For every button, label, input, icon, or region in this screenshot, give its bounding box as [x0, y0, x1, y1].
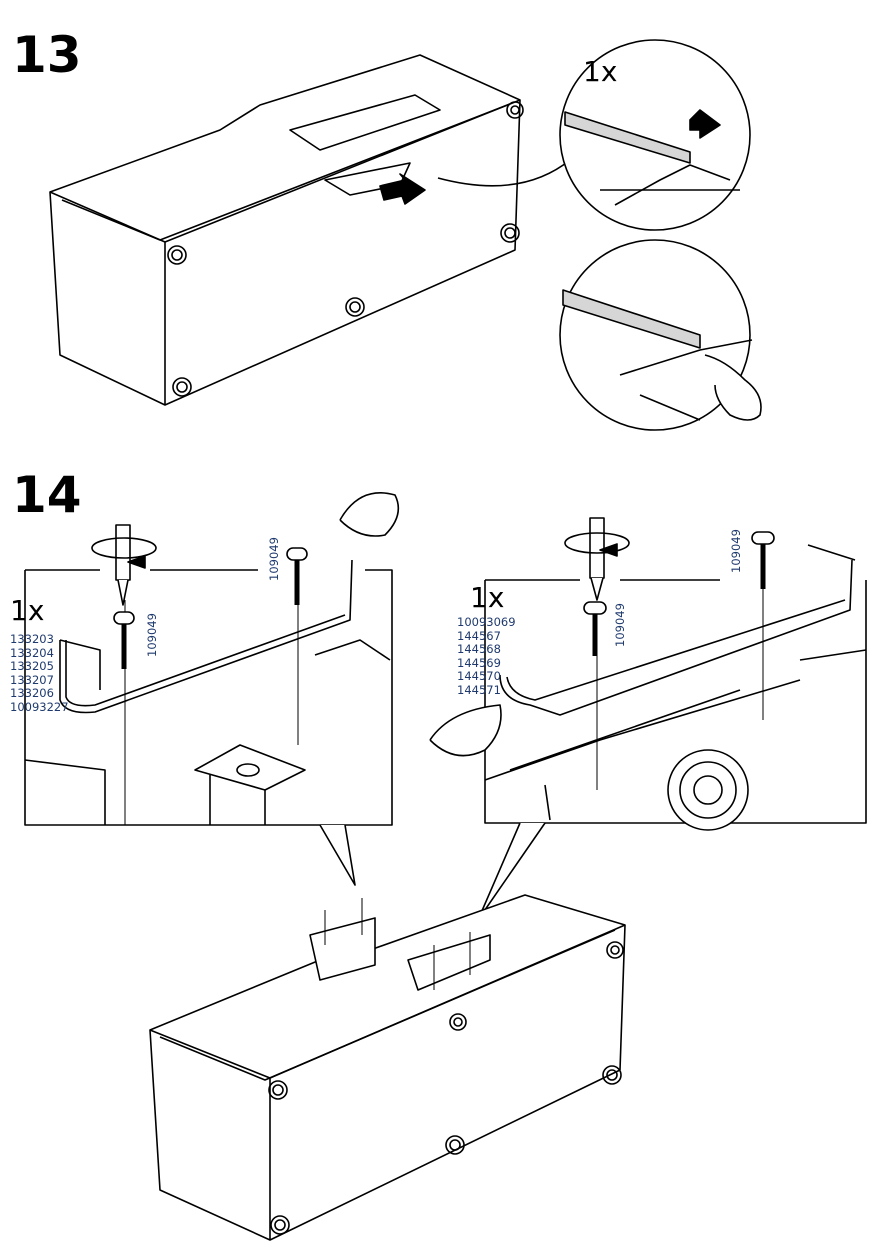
step14-right-detail [429, 517, 867, 831]
part-number: 10093227 [10, 699, 69, 714]
screw-label: 109049 [729, 529, 743, 573]
left-quantity-label: 1x [10, 594, 45, 627]
part-number: 144570 [457, 669, 501, 684]
part-number: 133205 [10, 659, 54, 674]
screw-label: 109049 [267, 537, 281, 581]
part-number: 133207 [10, 672, 54, 687]
step-number-13: 13 [12, 26, 82, 84]
part-number: 133204 [10, 645, 54, 660]
step14-cabinet [149, 894, 626, 1241]
right-part-numbers: 10093069 144567 144568 144569 144570 144… [457, 615, 516, 698]
part-number: 144569 [457, 655, 501, 670]
part-number: 144571 [457, 682, 501, 697]
part-number: 144567 [457, 628, 501, 643]
screw-label: 109049 [613, 603, 627, 647]
part-number: 133203 [10, 632, 54, 646]
step-number-14: 14 [12, 466, 82, 524]
part-number: 144568 [457, 642, 501, 657]
step13-cabinet [49, 54, 524, 406]
part-number: 10093069 [457, 615, 516, 629]
step14-left-detail [24, 491, 400, 826]
detail-circle-check [559, 239, 762, 431]
right-quantity-label: 1x [470, 581, 505, 614]
left-part-numbers: 133203 133204 133205 133207 133206 10093… [10, 632, 69, 715]
part-number: 133206 [10, 686, 54, 701]
detail-circle-insert [559, 39, 751, 231]
quantity-label: 1x [583, 55, 618, 88]
screw-label: 109049 [145, 613, 159, 657]
